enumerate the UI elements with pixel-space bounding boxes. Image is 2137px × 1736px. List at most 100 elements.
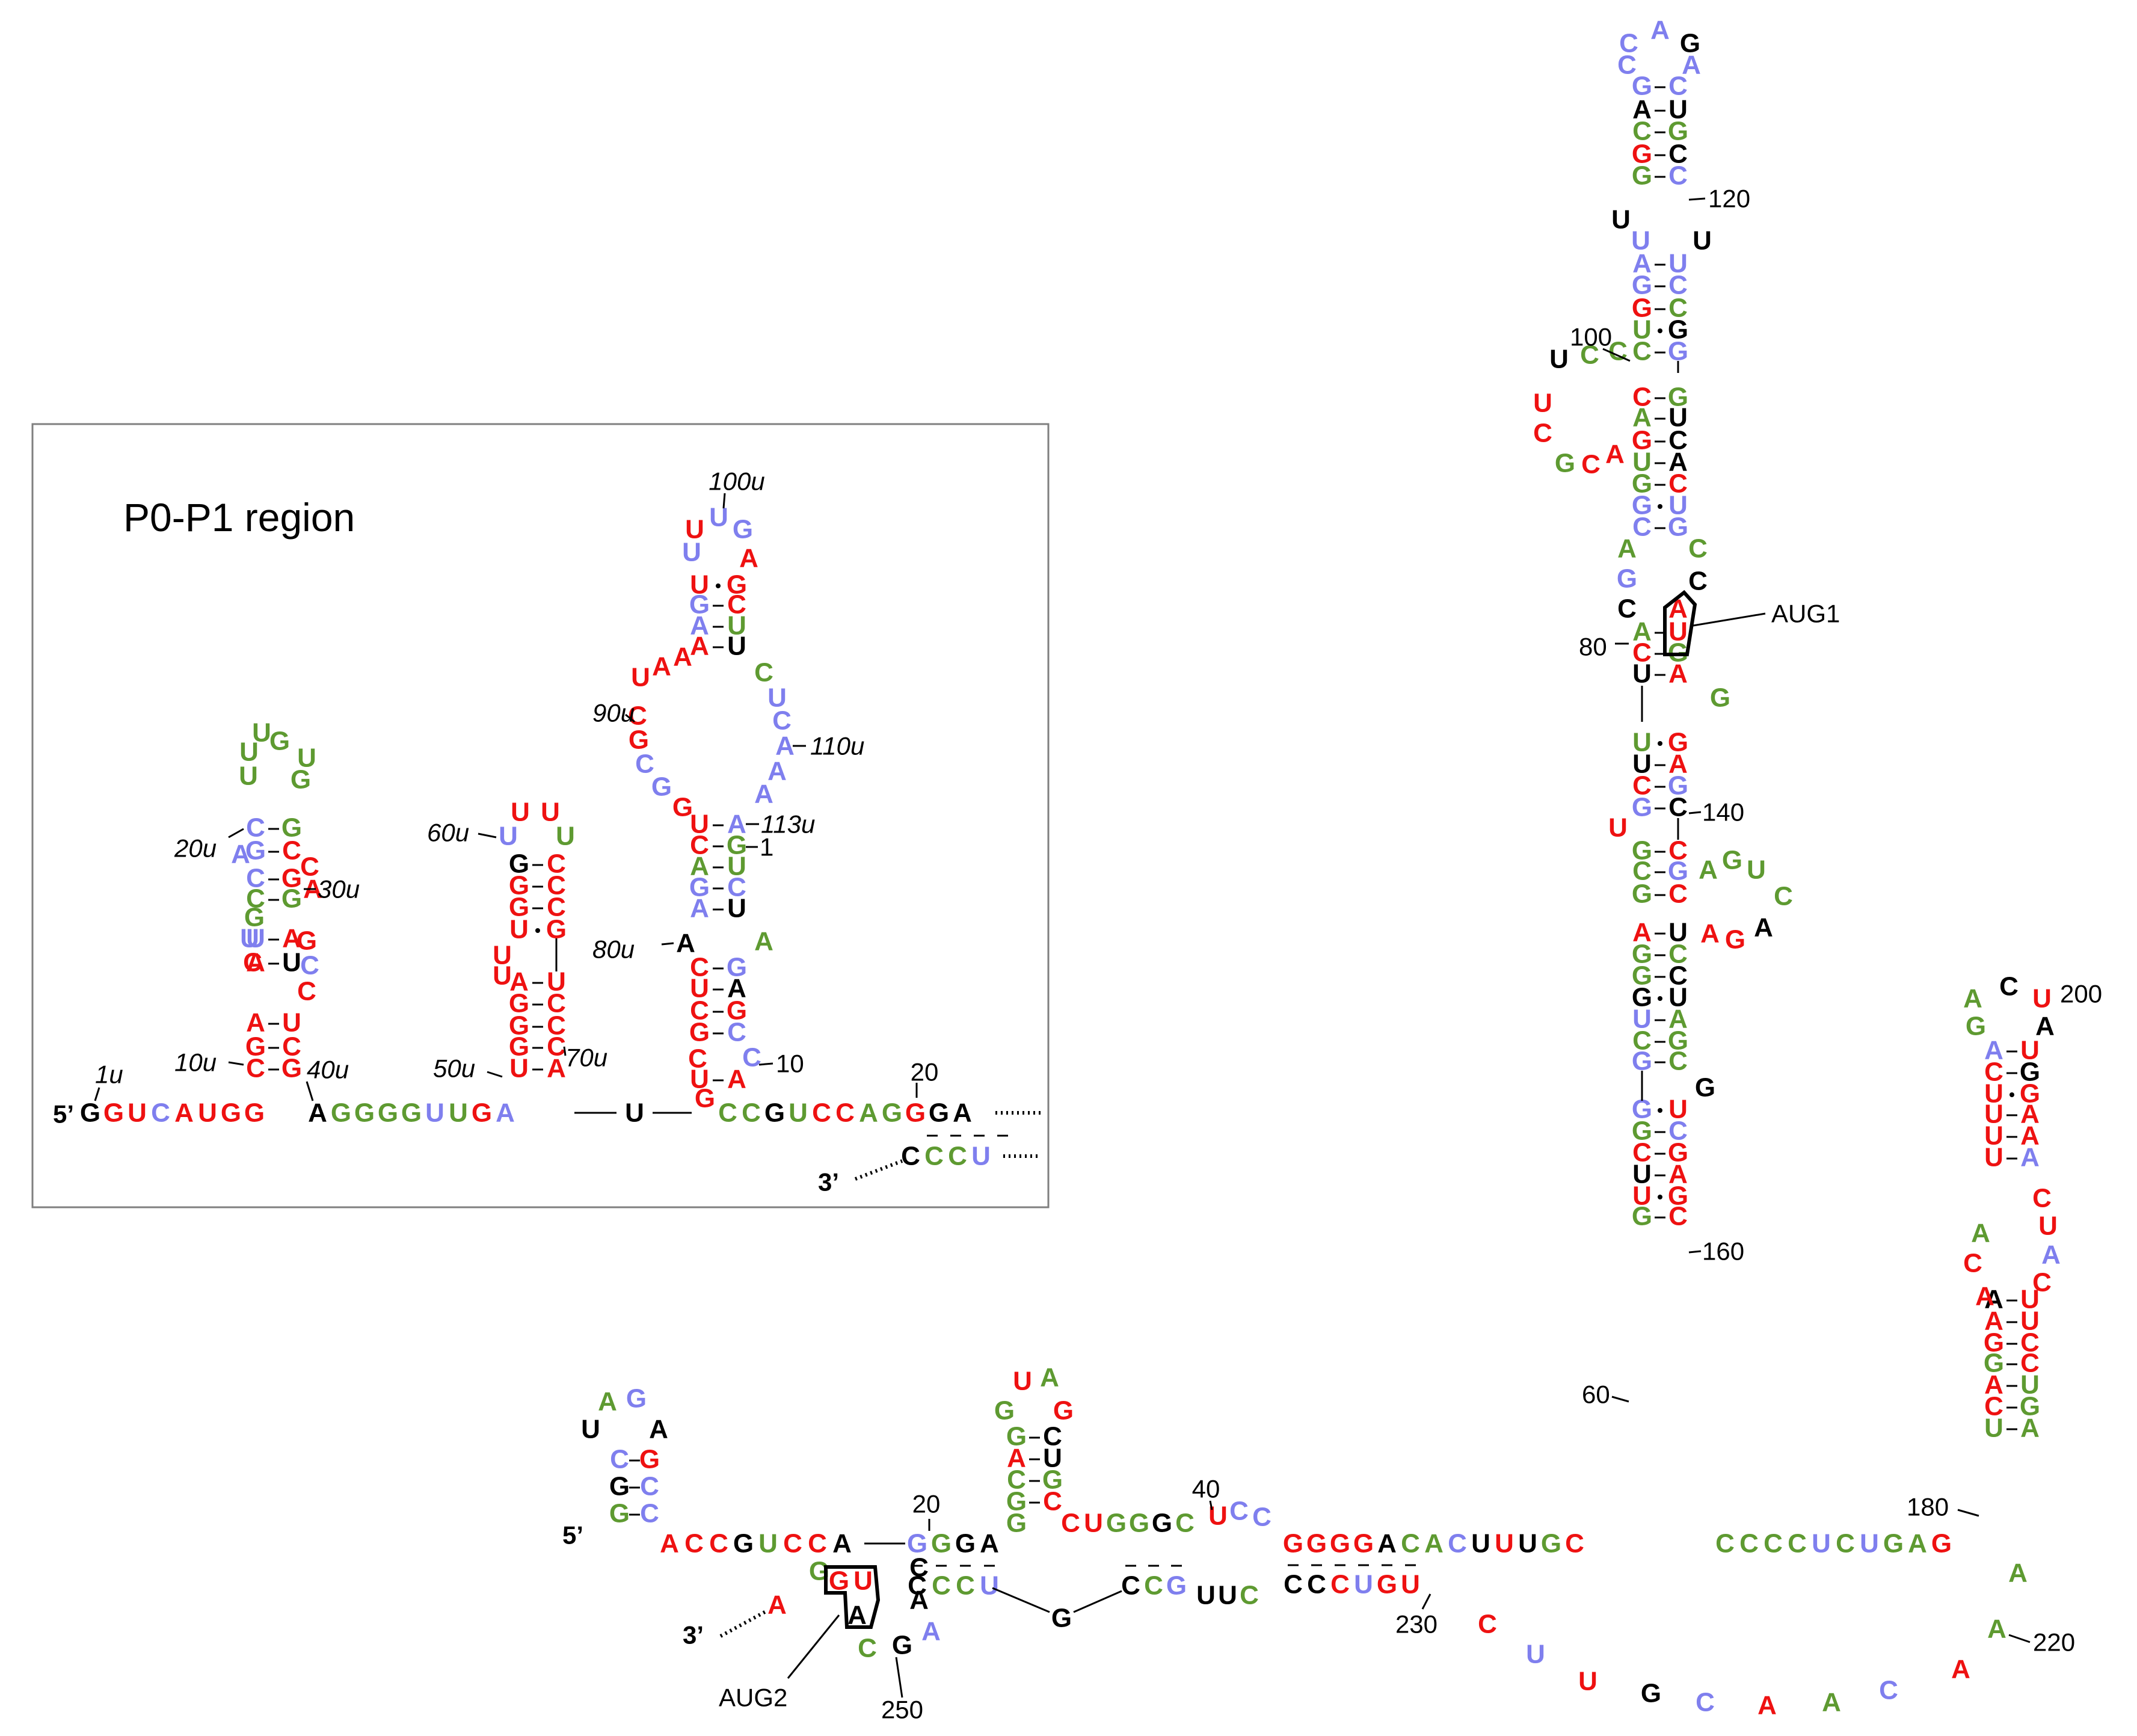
backbone-nt: G	[1883, 1529, 1904, 1559]
hairpin-nt: G	[1966, 1012, 1986, 1041]
right-stem-nt: A	[1984, 1307, 2003, 1336]
inset-stem3-nt: G	[689, 590, 710, 620]
main-stem-nt: C	[1668, 1202, 1688, 1231]
backbone-nt: A	[909, 1586, 929, 1615]
backbone-nt: U	[1812, 1529, 1831, 1559]
hairpin-nt: U	[511, 798, 530, 827]
main-stem-nt: C	[1632, 512, 1652, 542]
main-stem-nt: A	[1632, 249, 1652, 279]
main-stem-nt: C	[1668, 469, 1688, 499]
main-stem-nt: G	[1668, 1026, 1688, 1056]
main-stem-nt: G	[1632, 793, 1652, 822]
position-label: 113u	[761, 810, 815, 839]
main-stem-nt: G	[1632, 426, 1652, 455]
loop-nt: C	[1617, 594, 1637, 624]
main-stem-nt: C	[1632, 117, 1652, 146]
loop-nt: C	[628, 701, 647, 731]
backbone-nt: C	[1448, 1529, 1467, 1559]
backbone-nt: G	[1166, 1571, 1187, 1601]
tail-nt: A	[1822, 1688, 1841, 1717]
three-prime-dots	[719, 1609, 768, 1638]
backbone-nt: C	[1788, 1529, 1807, 1559]
backbone-nt: G	[733, 1529, 754, 1559]
internal-loop-nt: A	[2041, 1240, 2061, 1270]
tail-nt: C	[1879, 1676, 1898, 1705]
inset-stem1-nt: A	[282, 924, 301, 953]
inset-stem3-nt: U	[727, 852, 746, 881]
main-stem-pair	[1658, 741, 1662, 746]
loop-nt: U	[493, 961, 512, 991]
hairpin-nt: U	[239, 737, 259, 767]
backbone-nt: C	[1715, 1529, 1735, 1559]
backbone-nt: U	[980, 1571, 999, 1601]
connector-line	[1688, 811, 1702, 814]
bulge-nt: A	[1605, 440, 1625, 469]
connector-line	[1688, 197, 1706, 201]
main-stem-nt: G	[1668, 315, 1688, 345]
backbone-nt: G	[1377, 1570, 1397, 1599]
right-stem-nt: G	[1984, 1349, 2004, 1378]
main-stem-nt: C	[1632, 638, 1652, 668]
inset-stem3-nt: C	[727, 873, 746, 902]
inset-stem3-nt: U	[690, 974, 709, 1003]
right-stem-pair	[2009, 1092, 2014, 1097]
inset-stem2-nt: C	[547, 1032, 566, 1062]
right-stem-nt: A	[1984, 1370, 2003, 1400]
inset-stem3-nt: G	[689, 1018, 710, 1047]
main-stem-nt: A	[1632, 403, 1652, 432]
inset-stem1-nt: G	[281, 1054, 302, 1083]
loop-nt: C	[300, 951, 319, 980]
main-stem-nt: U	[1668, 918, 1688, 947]
hairpin-nt: G	[291, 765, 311, 795]
inset-stem1-nt: U	[282, 1008, 301, 1038]
inset-stem2-nt: C	[547, 1011, 566, 1041]
middle-hairpin-nt: G	[1042, 1465, 1063, 1495]
main-stem-nt: C	[1632, 771, 1652, 801]
loop-nt: U	[493, 941, 512, 970]
hairpin-nt: G	[626, 1384, 647, 1414]
connector-line	[228, 828, 244, 839]
hairpin-nt: U	[2032, 984, 2052, 1014]
middle-hairpin-nt: C	[1043, 1487, 1062, 1516]
backbone-nt: C	[1739, 1529, 1759, 1559]
main-stem-nt: C	[1632, 337, 1652, 366]
inset-stem1-nt: C	[246, 1054, 265, 1083]
right-stem-nt: A	[2020, 1414, 2040, 1443]
connector-line	[625, 713, 635, 723]
inset-stem1-nt: U	[246, 924, 265, 953]
inset-stem3-nt: U	[690, 570, 709, 600]
loop-nt: C	[297, 977, 316, 1006]
main-stem-nt: C	[1668, 836, 1688, 866]
backbone-nt: A	[1908, 1529, 1927, 1559]
main-stem-nt: C	[1668, 879, 1688, 909]
internal-loop-nt: C	[1774, 882, 1793, 911]
main-stem-nt: U	[1632, 315, 1652, 345]
main-stem-nt: C	[1668, 294, 1688, 323]
backbone-nt: C	[858, 1634, 877, 1663]
inset-stem2-nt: G	[509, 849, 529, 879]
right-stem-nt: G	[2020, 1057, 2040, 1087]
inset-backbone-nt: G	[401, 1098, 422, 1128]
position-label: 10	[776, 1050, 804, 1078]
inset-backbone-nt: A	[174, 1098, 194, 1128]
internal-loop-nt: A	[1754, 913, 1773, 943]
loop-nt: C	[635, 749, 654, 779]
inset-backbone-nt: G	[103, 1098, 124, 1128]
inset-stem3-nt: A	[690, 611, 709, 641]
position-label: 60	[1582, 1380, 1610, 1409]
main-stem-nt: A	[1632, 95, 1652, 125]
backbone-nt: G	[955, 1529, 976, 1559]
inset-stem1-nt: A	[246, 948, 265, 977]
middle-hairpin-nt: G	[1006, 1487, 1027, 1516]
aug2-nt: A	[847, 1601, 867, 1630]
inset-stem2-nt: C	[547, 989, 566, 1018]
connector-line	[1602, 348, 1631, 362]
loop-nt: A	[673, 642, 692, 672]
position-label: 200	[2060, 980, 2102, 1008]
hairpin-nt: U	[709, 503, 728, 532]
position-label: 180	[1907, 1493, 1949, 1521]
inset-stem3-nt: C	[727, 590, 746, 620]
main-stem-nt: A	[1668, 1160, 1688, 1189]
main-stem-nt: U	[1632, 448, 1652, 477]
inset-stem3-nt: G	[727, 996, 747, 1026]
